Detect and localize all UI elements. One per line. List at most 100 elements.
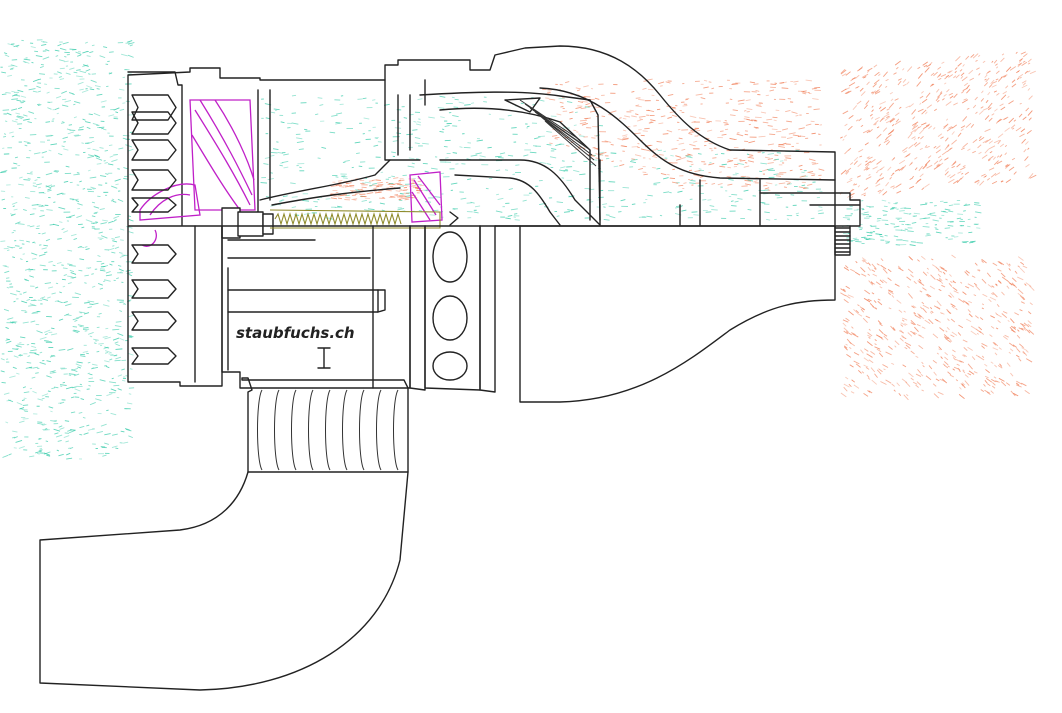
air-particle	[563, 211, 570, 213]
air-particle	[22, 291, 27, 294]
air-particle	[118, 252, 123, 254]
air-particle	[972, 104, 977, 109]
air-particle	[658, 154, 664, 156]
air-particle	[1023, 149, 1027, 153]
air-particle	[865, 100, 870, 105]
air-particle	[876, 220, 881, 222]
air-particle	[880, 264, 887, 270]
air-particle	[767, 125, 773, 127]
air-particle	[934, 108, 938, 112]
air-particle	[23, 391, 30, 394]
air-particle	[746, 118, 753, 122]
air-particle	[872, 90, 876, 95]
air-particle	[76, 361, 83, 364]
air-particle	[96, 350, 100, 353]
air-particle	[78, 126, 84, 129]
air-particle	[881, 199, 887, 202]
air-particle	[941, 284, 946, 288]
air-particle	[372, 99, 376, 101]
air-particle	[743, 189, 749, 192]
air-particle	[798, 186, 806, 189]
air-particle	[861, 192, 866, 196]
air-particle	[1027, 88, 1031, 91]
air-particle	[948, 178, 955, 184]
air-particle	[22, 386, 27, 389]
air-particle	[997, 261, 1003, 265]
air-particle	[17, 223, 25, 225]
air-particle	[51, 333, 58, 336]
air-particle	[943, 334, 950, 340]
air-particle	[857, 185, 861, 188]
air-particle	[902, 336, 907, 340]
air-particle	[388, 183, 395, 185]
air-particle	[785, 180, 791, 183]
air-particle	[72, 330, 79, 334]
air-particle	[888, 290, 894, 295]
air-particle	[114, 236, 120, 239]
air-particle	[846, 338, 852, 345]
air-particle	[646, 215, 653, 218]
air-particle	[499, 152, 506, 155]
air-particle	[1009, 348, 1014, 352]
air-particle	[730, 200, 734, 202]
air-particle	[424, 170, 429, 173]
air-particle	[968, 231, 973, 234]
air-particle	[906, 276, 912, 281]
air-particle	[80, 353, 86, 356]
air-particle	[986, 377, 993, 383]
air-particle	[868, 390, 873, 394]
air-particle	[357, 189, 364, 191]
air-particle	[656, 108, 661, 111]
air-particle	[937, 391, 944, 395]
air-particle	[640, 148, 645, 151]
air-particle	[1020, 51, 1026, 55]
air-particle	[1017, 62, 1023, 68]
air-particle	[80, 355, 86, 358]
air-particle	[947, 336, 953, 342]
air-particle	[121, 53, 128, 57]
air-particle	[877, 298, 881, 301]
air-particle	[29, 275, 34, 278]
air-particle	[64, 55, 67, 58]
air-particle	[1024, 283, 1027, 286]
air-particle	[17, 115, 24, 118]
air-particle	[54, 300, 60, 302]
air-particle	[24, 197, 30, 199]
air-particle	[89, 373, 93, 376]
knurl-rib	[308, 389, 314, 471]
air-particle	[677, 128, 681, 131]
air-particle	[727, 159, 733, 162]
air-particle	[925, 123, 931, 127]
air-particle	[961, 354, 966, 358]
air-particle	[538, 135, 545, 138]
air-particle	[342, 177, 348, 179]
air-particle	[30, 349, 37, 352]
air-particle	[758, 135, 766, 138]
air-particle	[950, 318, 956, 323]
air-particle	[702, 198, 707, 201]
air-particle	[994, 364, 998, 368]
air-particle	[354, 141, 361, 144]
air-particle	[890, 172, 895, 177]
air-particle	[128, 336, 133, 339]
air-particle	[1020, 323, 1026, 327]
air-particle	[979, 180, 985, 186]
air-particle	[944, 356, 949, 361]
air-particle	[624, 115, 631, 118]
air-particle	[972, 150, 976, 154]
air-particle	[291, 196, 298, 198]
air-particle	[937, 92, 943, 98]
air-particle	[782, 142, 787, 145]
air-particle	[872, 83, 878, 88]
air-particle	[855, 240, 862, 243]
air-particle	[913, 212, 920, 215]
air-particle	[84, 274, 89, 277]
air-particle	[801, 91, 807, 93]
air-particle	[916, 381, 922, 386]
air-particle	[1016, 334, 1021, 339]
air-particle	[487, 146, 492, 149]
air-particle	[642, 130, 648, 132]
air-particle	[511, 127, 517, 129]
knurl-rib	[342, 389, 348, 471]
air-particle	[859, 87, 864, 92]
